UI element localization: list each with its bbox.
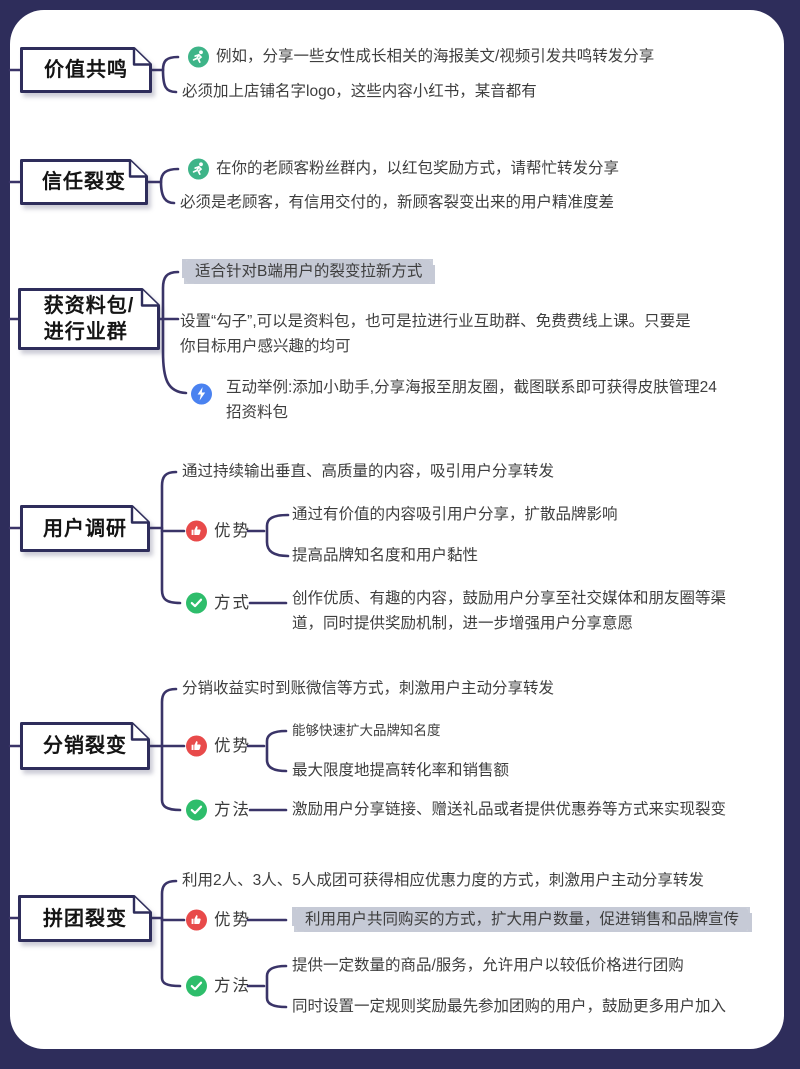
branch-label[interactable]: 方法 (214, 801, 251, 819)
node-title: 价值共鸣 (44, 59, 128, 81)
branch-text[interactable]: 互动举例:添加小助手,分享海报至朋友圈，截图联系即可获得皮肤管理24 招资料包 (226, 379, 717, 421)
branch-label[interactable]: 优势 (214, 522, 251, 540)
branch-label[interactable]: 优势 (214, 911, 251, 929)
branch-label[interactable]: 方式 (214, 594, 251, 612)
sub-branch-text[interactable]: 最大限度地提高转化率和销售额 (292, 762, 510, 779)
running-person-icon (188, 46, 209, 68)
branch-text[interactable]: 例如，分享一些女性成长相关的海报美文/视频引发共鸣转发分享 (216, 48, 655, 65)
branch-text[interactable]: 必须是老顾客，有信用交付的，新顾客裂变出来的用户精准度差 (180, 194, 615, 211)
node-title: 分销裂变 (43, 735, 127, 757)
node-title: 用户调研 (43, 517, 127, 540)
highlight-marker: 利用用户共同购买的方式，扩大用户数量，促进销售和品牌宣传 (296, 908, 749, 931)
check-icon (186, 799, 207, 821)
branch-text[interactable]: 激励用户分享链接、赠送礼品或者提供优惠券等方式来实现裂变 (292, 801, 727, 818)
branch-text[interactable]: 设置“勾子”,可以是资料包，也可是拉进行业互助群、免费费线上课。只要是 你目标用… (180, 313, 691, 355)
node-title: 获资料包/ 进行业群 (43, 295, 135, 343)
branch-text[interactable]: 在你的老顾客粉丝群内，以红包奖励方式，请帮忙转发分享 (216, 160, 620, 177)
node-box-material-pack[interactable]: 获资料包/ 进行业群 (18, 288, 160, 350)
thumbs-up-icon (186, 909, 207, 931)
branch-text-highlighted[interactable]: 适合针对B端用户的裂变拉新方式 (186, 260, 432, 283)
running-person-icon (188, 158, 209, 180)
sub-branch-text[interactable]: 能够快速扩大品牌知名度 (292, 723, 441, 738)
branch-text[interactable]: 通过持续输出垂直、高质量的内容，吸引用户分享转发 (182, 463, 555, 480)
sub-branch-text[interactable]: 同时设置一定规则奖励最先参加团购的用户，鼓励更多用户加入 (292, 998, 727, 1015)
branch-label[interactable]: 方法 (214, 977, 251, 995)
branch-text[interactable]: 必须加上店铺名字logo，这些内容小红书，某音都有 (182, 83, 537, 100)
node-box-distribution-fission[interactable]: 分销裂变 (20, 722, 150, 770)
branch-text[interactable]: 利用2人、3人、5人成团可获得相应优惠力度的方式，刺激用户主动分享转发 (182, 872, 704, 889)
node-box-value-resonance[interactable]: 价值共鸣 (20, 47, 152, 93)
thumbs-up-icon (186, 520, 207, 542)
sub-branch-text[interactable]: 提高品牌知名度和用户黏性 (292, 547, 479, 564)
node-title: 拼团裂变 (43, 907, 127, 930)
thumbs-up-icon (186, 735, 207, 757)
branch-text[interactable]: 分销收益实时到账微信等方式，刺激用户主动分享转发 (182, 680, 555, 697)
check-icon (186, 975, 207, 997)
lightning-icon (191, 383, 212, 405)
branch-label[interactable]: 优势 (214, 737, 251, 755)
sub-branch-text[interactable]: 通过有价值的内容吸引用户分享，扩散品牌影响 (292, 506, 618, 523)
highlight-marker: 适合针对B端用户的裂变拉新方式 (186, 260, 432, 283)
branch-text[interactable]: 创作优质、有趣的内容，鼓励用户分享至社交媒体和朋友圈等渠 道，同时提供奖励机制，… (292, 590, 727, 632)
branch-text-highlighted[interactable]: 利用用户共同购买的方式，扩大用户数量，促进销售和品牌宣传 (296, 908, 749, 931)
node-box-trust-fission[interactable]: 信任裂变 (20, 159, 148, 205)
node-box-group-buy-fission[interactable]: 拼团裂变 (18, 895, 152, 942)
sub-branch-text[interactable]: 提供一定数量的商品/服务，允许用户以较低价格进行团购 (292, 957, 684, 974)
node-box-user-research[interactable]: 用户调研 (20, 505, 150, 552)
check-icon (186, 592, 207, 614)
node-title: 信任裂变 (42, 171, 126, 193)
